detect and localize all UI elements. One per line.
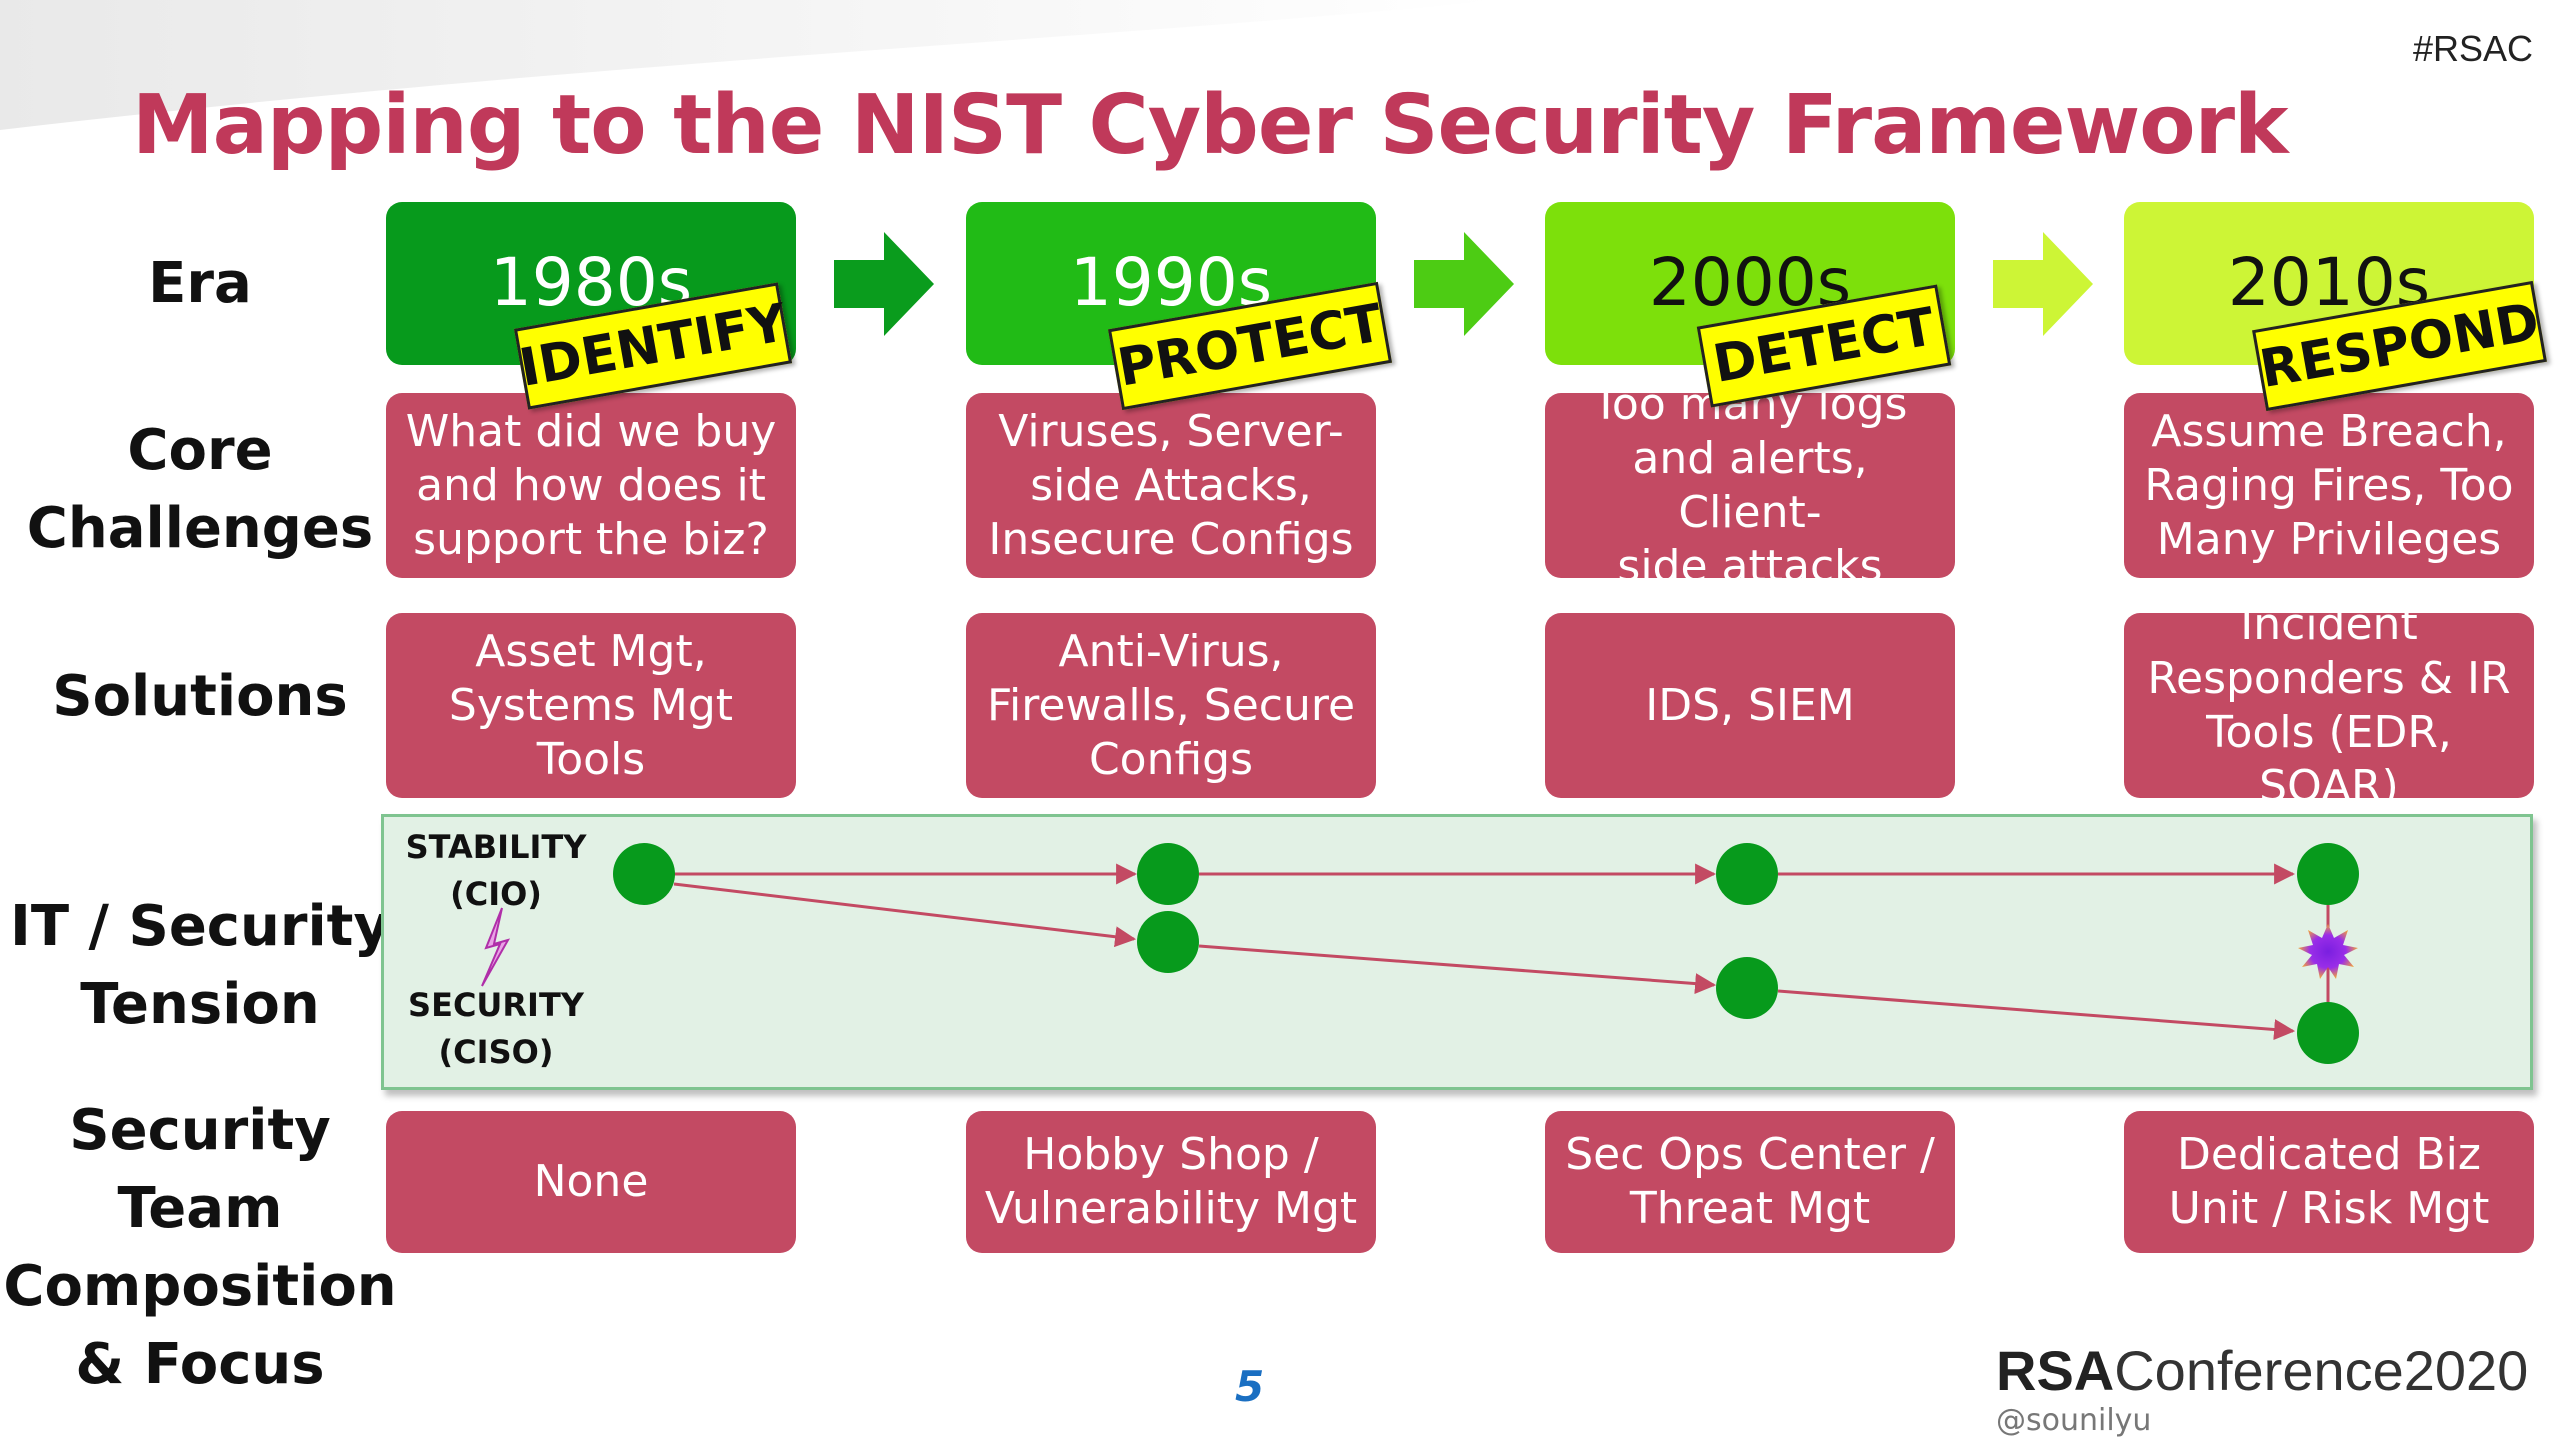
security-arrow xyxy=(1198,944,1717,995)
row-label-team: Security Team Composition & Focus xyxy=(3,1098,397,1397)
challenge-box-2000s: Too many logs and alerts, Client- side a… xyxy=(1545,379,1955,592)
challenge-box-1990s: Viruses, Server- side Attacks, Insecure … xyxy=(966,393,1376,578)
era-arrow-1 xyxy=(834,232,934,336)
security-node-2000s xyxy=(1716,957,1778,1019)
security-node-1990s xyxy=(1137,911,1199,973)
header-swoosh xyxy=(0,0,1500,130)
stability-node-2010s xyxy=(2297,843,2359,905)
solution-box-2010s: Incident Responders & IR Tools (EDR, SOA… xyxy=(2124,599,2534,812)
author-handle: @sounilyu xyxy=(1996,1403,2152,1438)
security-ciso-label: SECURITY (CISO) xyxy=(408,986,584,1071)
team-box-2010s: Dedicated Biz Unit / Risk Mgt xyxy=(2124,1111,2534,1253)
stability-node-1980s xyxy=(613,843,675,905)
team-box-2000s: Sec Ops Center / Threat Mgt xyxy=(1545,1111,1955,1253)
lightning-icon xyxy=(481,907,511,987)
page-number: 5 xyxy=(1235,1362,1265,1411)
team-box-1980s: None xyxy=(386,1111,796,1253)
challenge-box-1980s: What did we buy and how does it support … xyxy=(386,393,796,578)
security-node-2010s xyxy=(2297,1002,2359,1064)
rsa-conference-logo: RSAConference2020 xyxy=(1996,1339,2529,1402)
row-label-solutions: Solutions xyxy=(52,664,348,729)
era-arrow-2 xyxy=(1414,232,1514,336)
stability-cio-label: STABILITY (CIO) xyxy=(405,828,587,913)
hashtag-label: #RSAC xyxy=(2412,28,2533,69)
tension-panel xyxy=(381,814,2533,1090)
collision-burst-icon xyxy=(2298,924,2358,979)
row-label-challenges: Core Challenges xyxy=(26,418,374,561)
stability-node-2000s xyxy=(1716,843,1778,905)
solution-box-1980s: Asset Mgt, Systems Mgt Tools xyxy=(386,613,796,798)
team-box-1990s: Hobby Shop / Vulnerability Mgt xyxy=(966,1111,1376,1253)
challenge-box-2010s: Assume Breach, Raging Fires, Too Many Pr… xyxy=(2124,393,2534,578)
security-arrow xyxy=(673,882,1137,948)
row-label-era: Era xyxy=(148,251,252,316)
solution-box-1990s: Anti-Virus, Firewalls, Secure Configs xyxy=(966,613,1376,798)
stability-node-1990s xyxy=(1137,843,1199,905)
security-arrow xyxy=(1777,989,2296,1041)
era-arrow-3 xyxy=(1993,232,2093,336)
page-title: Mapping to the NIST Cyber Security Frame… xyxy=(132,78,2289,173)
row-label-tension: IT / Security Tension xyxy=(10,894,390,1037)
solution-box-2000s: IDS, SIEM xyxy=(1545,613,1955,798)
